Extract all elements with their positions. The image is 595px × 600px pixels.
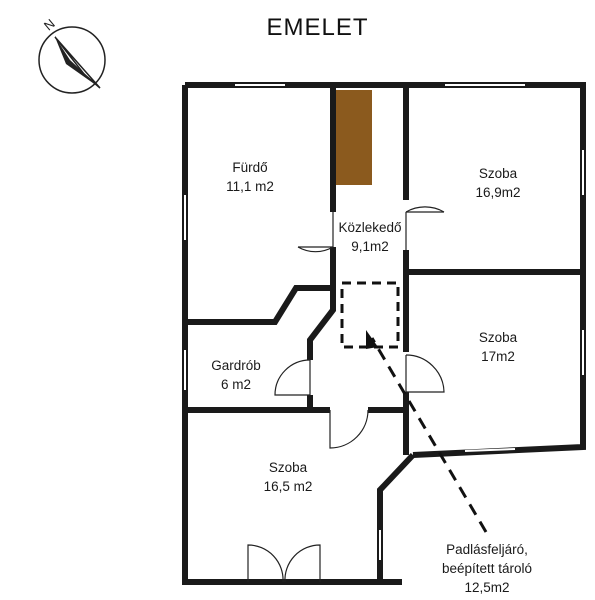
- room-area: 16,5 m2: [263, 479, 313, 494]
- attic-label: Padlásfeljáró, beépített tároló 12,5m2: [412, 540, 562, 597]
- door-balcony-right: [284, 544, 321, 583]
- room-area: 9,1m2: [351, 239, 389, 254]
- door-balcony-left: [247, 544, 284, 583]
- doors: [247, 206, 445, 583]
- room-area: 6 m2: [220, 377, 251, 392]
- door-szoba3: [329, 409, 369, 449]
- attic-area: 12,5m2: [464, 580, 510, 595]
- room-label-szoba-2: Szoba 17m2: [460, 328, 536, 366]
- room-area: 16,9m2: [475, 185, 521, 200]
- room-name: Közlekedő: [338, 220, 402, 235]
- room-label-furdo: Fürdő 11,1 m2: [215, 158, 285, 196]
- door-szoba1: [405, 206, 445, 250]
- room-name: Szoba: [478, 330, 518, 345]
- room-name: Szoba: [268, 460, 308, 475]
- room-name: Fürdő: [232, 160, 268, 175]
- attic-label-line1: Padlásfeljáró,: [446, 542, 528, 557]
- room-label-szoba-1: Szoba 16,9m2: [460, 164, 536, 202]
- staircase: [334, 90, 372, 185]
- room-label-gardrob: Gardrób 6 m2: [200, 356, 272, 394]
- room-label-szoba-3: Szoba 16,5 m2: [248, 458, 328, 496]
- room-name: Gardrób: [211, 358, 261, 373]
- attic-arrow-head: [366, 330, 378, 349]
- north-compass: [38, 26, 106, 94]
- room-name: Szoba: [478, 166, 518, 181]
- door-szoba2: [405, 354, 445, 393]
- room-area: 17m2: [481, 349, 515, 364]
- door-gardrob: [274, 359, 311, 396]
- room-area: 11,1 m2: [226, 179, 274, 194]
- door-furdo: [297, 212, 334, 253]
- compass-needle: [54, 36, 101, 89]
- attic-label-line2: beépített tároló: [441, 561, 533, 576]
- page-title: EMELET: [266, 14, 369, 41]
- attic-leader-line: [370, 337, 488, 533]
- room-label-kozlekedo: Közlekedő 9,1m2: [331, 218, 409, 256]
- windows: [184, 84, 584, 560]
